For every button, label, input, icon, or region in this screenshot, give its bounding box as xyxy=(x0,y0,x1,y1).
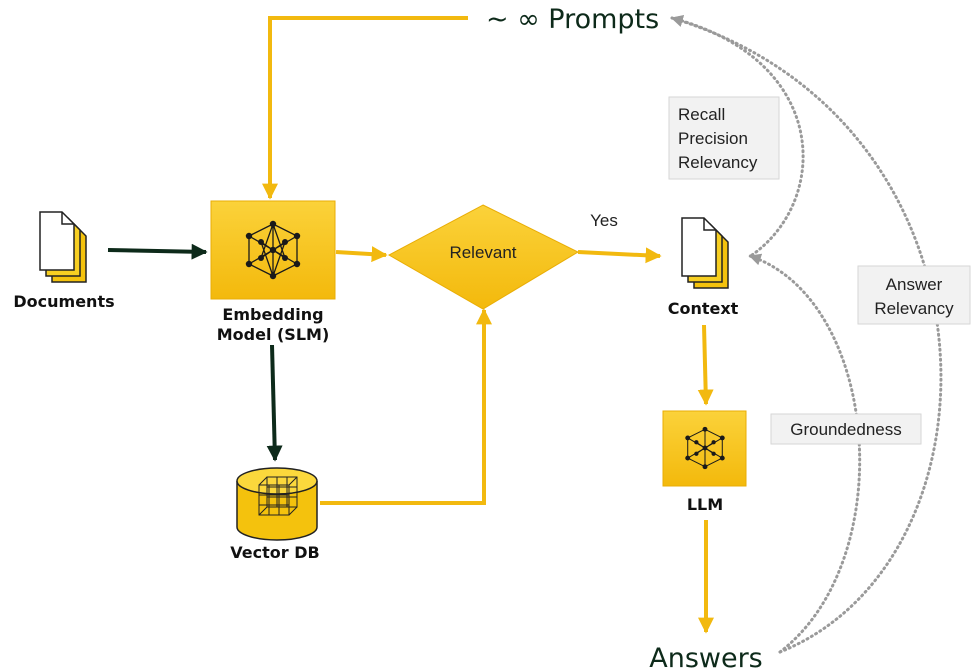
prompts-to-embedding-arrow xyxy=(262,16,468,200)
embedding-to-vectordb-arrow xyxy=(266,344,283,462)
answer-relevancy-curve xyxy=(670,15,943,654)
answer-relevancy-line1: Answer xyxy=(886,275,943,294)
relevant-to-context-arrow xyxy=(577,247,662,264)
context-to-llm-arrow xyxy=(697,324,714,406)
vector-db-label: Vector DB xyxy=(230,543,319,562)
metric-precision: Precision xyxy=(678,129,748,148)
answers-label: Answers xyxy=(649,643,763,670)
groundedness-box: Groundedness xyxy=(770,413,922,445)
prompts-label: ~ ∞ Prompts xyxy=(486,4,659,35)
database-cube-icon xyxy=(236,467,318,541)
retrieval-metrics-box: Recall Precision Relevancy xyxy=(668,96,780,180)
documents-label: Documents xyxy=(13,292,114,311)
embedding-to-relevant-arrow xyxy=(335,246,388,263)
context-label: Context xyxy=(668,299,739,318)
embedding-label-line1: Embedding xyxy=(222,305,323,324)
vectordb-to-relevant-arrow xyxy=(320,308,492,505)
relevant-decision-diamond xyxy=(387,204,580,310)
answer-relevancy-box: Answer Relevancy xyxy=(857,265,971,325)
document-stack-icon xyxy=(39,211,87,283)
answer-relevancy-line2: Relevancy xyxy=(874,299,954,318)
yes-label: Yes xyxy=(590,211,618,230)
neural-network-icon xyxy=(685,426,725,470)
metric-recall: Recall xyxy=(678,105,725,124)
document-stack-icon xyxy=(681,217,729,289)
groundedness-label: Groundedness xyxy=(790,420,902,439)
groundedness-curve xyxy=(748,253,862,654)
llm-label: LLM xyxy=(687,495,723,514)
embedding-label-line2: Model (SLM) xyxy=(217,325,330,344)
metric-relevancy: Relevancy xyxy=(678,153,758,172)
relevant-label: Relevant xyxy=(449,243,516,262)
neural-network-icon xyxy=(245,220,301,280)
documents-to-embedding-arrow xyxy=(107,243,208,260)
